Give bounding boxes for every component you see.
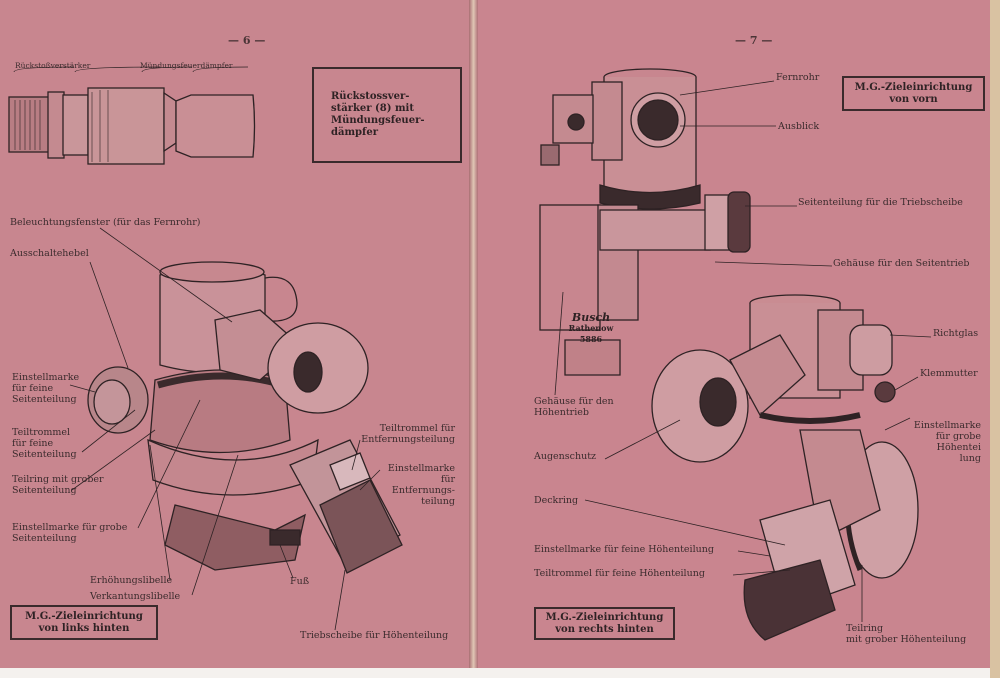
caption-box-muzzle: Rückstossver- stärker (8) mit Mündungsfe… [312, 67, 462, 163]
leader-lines-right [554, 80, 932, 622]
label-sight-glass: Richtglas [933, 328, 979, 339]
label-telescope: Fernrohr [776, 72, 820, 83]
sight-left-rear-drawing [87, 261, 403, 574]
label-elev-level: Erhöhungslibelle [90, 575, 173, 586]
page-edge [990, 0, 1000, 678]
label-traverse-scale: Seitenteilung für die Triebscheibe [798, 197, 963, 208]
label-cover-ring: Deckring [534, 495, 579, 506]
caption-line: Rückstossver- [331, 91, 410, 102]
label-flash-hider: Mündungsfeuerdämpfer [140, 61, 233, 70]
muzzle-booster-drawing [8, 66, 256, 165]
label-view: Ausblick [778, 121, 820, 132]
label-fine-elev-mark: Einstellmarke für feine Höhenteilung [534, 544, 714, 555]
page-number-right: — 7 — [735, 34, 773, 47]
label-elev-wheel: Triebscheibe für Höhenteilung [300, 630, 449, 641]
caption-line: stärker (8) mit [331, 103, 414, 114]
label-clamp-nut: Klemmutter [920, 368, 978, 379]
sight-right-rear-drawing [651, 294, 919, 641]
label-switch-lever: Ausschaltehebel [10, 248, 89, 259]
label-eye-guard: Augenschutz [534, 451, 597, 462]
label-fine-elev-drum: Teiltrommel für feine Höhenteilung [534, 568, 705, 579]
sight-front-drawing [539, 68, 751, 376]
caption-line: Mündungsfeuer- [331, 115, 425, 126]
label-foot: Fuß [290, 576, 310, 587]
label-illum-window: Beleuchtungsfenster (für das Fernrohr) [10, 217, 201, 228]
label-traverse-housing: Gehäuse für den Seitentrieb [833, 258, 970, 269]
book-gutter [469, 0, 478, 668]
leader-lines-left [69, 227, 381, 631]
label-cant-level: Verkantungslibelle [90, 591, 181, 602]
page-number-left: — 6 — [228, 34, 266, 47]
label-booster: Rückstoßverstärker [15, 61, 91, 70]
caption-line: dämpfer [331, 127, 378, 138]
